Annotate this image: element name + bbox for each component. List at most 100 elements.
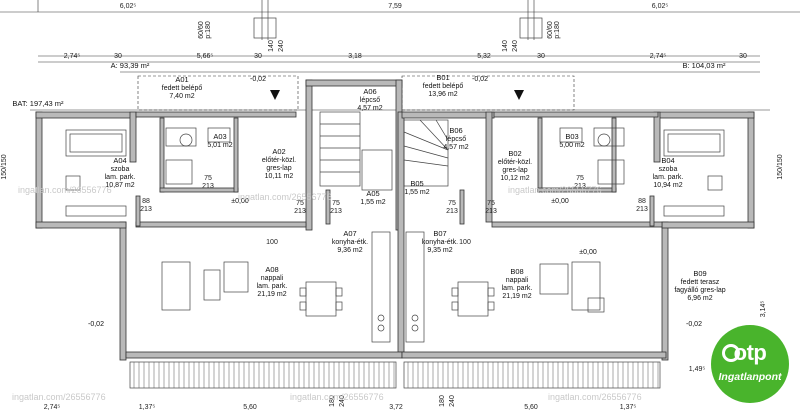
dimension-label: 100 — [266, 239, 278, 246]
room-detail: 10,11 m2 — [265, 173, 294, 180]
area-total: A: 93,39 m² — [111, 61, 150, 70]
room-code: B08 — [510, 267, 523, 276]
room-code: B05 — [410, 179, 423, 188]
dimension-label: 213 — [140, 206, 152, 213]
dimension-label: 180 — [329, 395, 336, 407]
dimension-label: 88 — [638, 198, 646, 205]
logo-ring-icon — [722, 344, 740, 362]
dimension-label: 1,37⁵ — [139, 404, 156, 411]
dimension-label: 213 — [485, 208, 497, 215]
dimension-label: 7,59 — [388, 3, 402, 10]
dimension-label: 2,74⁵ — [44, 404, 61, 411]
dimension-label: 150/150 — [777, 154, 784, 179]
room-code: B03 — [565, 132, 578, 141]
dimension-label: 75 — [487, 200, 495, 207]
room-code: B04 — [661, 156, 674, 165]
dimension-label: 213 — [202, 183, 214, 190]
logo-brand: otp — [733, 340, 767, 365]
room-detail: 9,35 m2 — [427, 247, 452, 254]
room-detail: lam. park. — [653, 174, 684, 181]
dimension-label: 30 — [537, 53, 545, 60]
dimension-label: 240 — [512, 40, 519, 52]
room-detail: fedett belépő — [423, 83, 464, 90]
dimension-label: 75 — [448, 200, 456, 207]
level-mark: -0,02 — [686, 321, 702, 328]
watermark-text: ingatlan.com/26556776 — [508, 185, 602, 195]
dimension-label: 75 — [576, 175, 584, 182]
area-total: BAT: 197,43 m² — [12, 99, 64, 108]
room-detail: 4,57 m2 — [443, 144, 468, 151]
room-detail: 7,40 m2 — [169, 93, 194, 100]
dimension-label: 3,14⁵ — [760, 301, 767, 318]
dimension-label: 213 — [330, 208, 342, 215]
dimension-label: 30 — [114, 53, 122, 60]
railing-frame — [403, 361, 661, 389]
dimension-label: 140 — [268, 40, 275, 52]
dimension-label: 30 — [739, 53, 747, 60]
room-detail: gres-lap — [266, 165, 291, 172]
dimension-label: p:180 — [205, 21, 212, 39]
dimension-label: 240 — [339, 395, 346, 407]
room-code: B01 — [436, 73, 449, 82]
room-detail: 10,12 m2 — [500, 175, 529, 182]
dimension-label: 30 — [254, 53, 262, 60]
room-detail: 6,96 m2 — [687, 295, 712, 302]
dimension-label: 75 — [332, 200, 340, 207]
dimension-label: 3,72 — [389, 404, 403, 411]
dimension-label: 150/150 — [1, 154, 8, 179]
watermark-text: ingatlan.com/26556776 — [12, 392, 106, 402]
watermark-text: ingatlan.com/26556776 — [238, 192, 332, 202]
room-detail: előtér-közl. — [498, 159, 532, 166]
dimension-label: 240 — [278, 40, 285, 52]
room-code: B06 — [449, 126, 462, 135]
room-code: A02 — [272, 147, 285, 156]
level-mark: -0,02 — [88, 321, 104, 328]
logo-subtitle: Ingatlanpont — [718, 371, 782, 383]
room-detail: fedett belépő — [162, 85, 203, 92]
dimension-label: p:180 — [554, 21, 561, 39]
watermark-text: ingatlan.com/26556776 — [548, 392, 642, 402]
dimension-label: 6,02⁵ — [652, 3, 669, 10]
dimension-label: 5,60 — [243, 404, 257, 411]
room-detail: nappali — [506, 277, 529, 284]
dimension-label: 88 — [142, 198, 150, 205]
room-code: A06 — [363, 87, 376, 96]
furniture — [65, 127, 725, 343]
dimension-label: 2,74⁵ — [64, 53, 81, 60]
dimension-label: 240 — [449, 395, 456, 407]
level-mark: ±0,00 — [551, 198, 569, 205]
room-code: B02 — [508, 149, 521, 158]
room-code: B09 — [693, 269, 706, 278]
dimension-label: 213 — [294, 208, 306, 215]
dimension-label: 75 — [296, 200, 304, 207]
level-mark: ±0,00 — [231, 198, 249, 205]
otp-ingatlanpont-logo: otp Ingatlanpont — [711, 325, 789, 403]
dimension-label: 213 — [446, 208, 458, 215]
dimension-label: 2,74⁵ — [650, 53, 667, 60]
room-code: A04 — [113, 156, 126, 165]
room-detail: nappali — [261, 275, 284, 282]
room-detail: 10,94 m2 — [653, 182, 682, 189]
room-detail: 13,96 m2 — [428, 91, 457, 98]
room-detail: előtér-közl. — [262, 157, 296, 164]
room-detail: 10,87 m2 — [105, 182, 134, 189]
level-mark: -0,02 — [250, 76, 266, 83]
room-code: A01 — [175, 75, 188, 84]
room-detail: lépcső — [446, 136, 466, 143]
room-detail: lépcső — [360, 97, 380, 104]
dimension-label: 1,37⁵ — [620, 404, 637, 411]
dimension-label: 100 — [459, 239, 471, 246]
room-detail: fedett terasz — [681, 279, 720, 286]
dimension-label: 213 — [636, 206, 648, 213]
level-mark: ±0,00 — [579, 249, 597, 256]
room-code: A05 — [366, 189, 379, 198]
dimension-label: 60/60 — [198, 21, 205, 39]
dimension-label: 1,49⁵ — [689, 366, 706, 373]
room-detail: 9,36 m2 — [337, 247, 362, 254]
stair-treads — [319, 111, 449, 191]
level-mark: -0,02 — [472, 76, 488, 83]
railing-frame — [129, 361, 397, 389]
dimension-label: 5,32 — [477, 53, 491, 60]
